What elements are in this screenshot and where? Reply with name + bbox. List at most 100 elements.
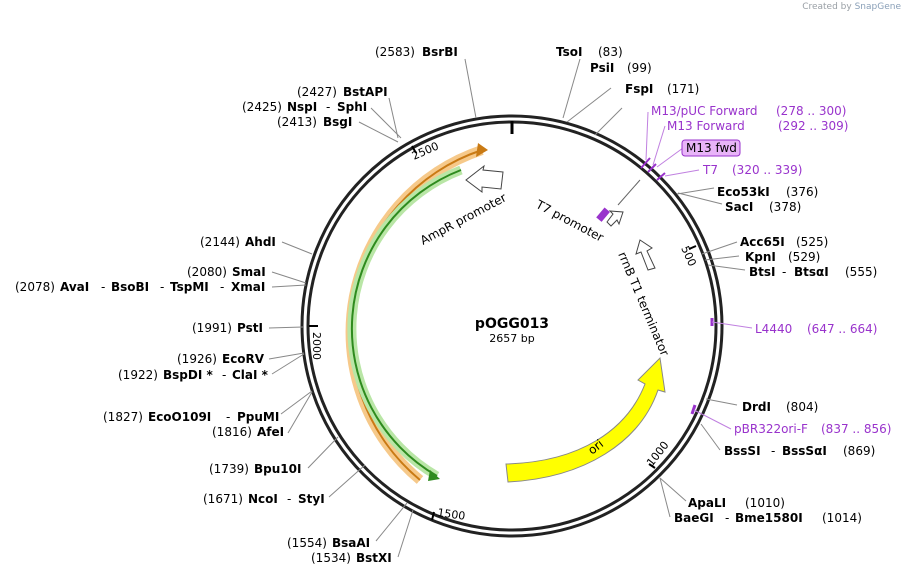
separator: - — [226, 410, 230, 424]
t7-promoter-label: T7 promoter — [533, 197, 606, 245]
enzyme-pos: (2078) — [15, 280, 55, 294]
enzyme-name[interactable]: ClaI * — [232, 368, 269, 382]
primer-name[interactable]: M13/pUC Forward — [651, 104, 758, 118]
credit-brand: SnapGene — [854, 2, 901, 12]
separator: - — [326, 100, 330, 114]
primer-name[interactable]: M13 fwd — [686, 141, 737, 155]
enzyme-pos: (1926) — [177, 352, 217, 366]
enzyme-name[interactable]: Eco53kI — [717, 185, 770, 199]
primer-name[interactable]: T7 — [702, 163, 718, 177]
primer-name[interactable]: pBR322ori-F — [734, 422, 808, 436]
enzyme-name[interactable]: BstXI — [356, 551, 392, 565]
enzyme-name[interactable]: EcoO109I — [148, 410, 211, 424]
enzyme-pos: (1922) — [118, 368, 158, 382]
enzyme-labels: (2583) BsrBI TsoI (83) PsiI (99) FspI (1… — [15, 45, 877, 565]
enzyme-pos: (99) — [627, 61, 652, 75]
enzyme-name[interactable]: KpnI — [745, 250, 776, 264]
enzyme-name[interactable]: TsoI — [556, 45, 582, 59]
separator: - — [222, 368, 226, 382]
t7-promoter-arrow[interactable] — [606, 210, 624, 227]
enzyme-name[interactable]: BsoBI — [111, 280, 149, 294]
enzyme-name[interactable]: BssSαI — [782, 444, 827, 458]
tick-2000: 2000 — [310, 332, 323, 360]
enzyme-name[interactable]: AvaI — [60, 280, 89, 294]
primer-range: (292 .. 309) — [778, 119, 848, 133]
enzyme-pos: (1010) — [745, 496, 785, 510]
enzyme-name[interactable]: BsrBI — [422, 45, 458, 59]
enzyme-pos: (1671) — [203, 492, 243, 506]
enzyme-name[interactable]: BsgI — [323, 115, 352, 129]
enzyme-name[interactable]: AhdI — [245, 235, 276, 249]
enzyme-name[interactable]: PsiI — [590, 61, 614, 75]
plasmid-name: pOGG013 — [475, 316, 549, 332]
enzyme-name[interactable]: NcoI — [248, 492, 278, 506]
enzyme-name[interactable]: DrdI — [742, 400, 771, 414]
separator: - — [287, 492, 291, 506]
enzyme-name[interactable]: EcoRV — [222, 352, 265, 366]
ori-arrow[interactable] — [505, 356, 666, 483]
tick-2500: 2500 — [410, 139, 441, 162]
enzyme-pos: (525) — [796, 235, 828, 249]
primer-range: (278 .. 300) — [776, 104, 846, 118]
primer-range: (837 .. 856) — [821, 422, 891, 436]
primer-name[interactable]: L4440 — [755, 322, 792, 336]
enzyme-name[interactable]: BstAPI — [343, 85, 388, 99]
enzyme-name[interactable]: ApaLI — [688, 496, 726, 510]
enzyme-pos: (1534) — [311, 551, 351, 565]
enzyme-pos: (529) — [788, 250, 820, 264]
separator: - — [101, 280, 105, 294]
enzyme-name[interactable]: AfeI — [257, 425, 284, 439]
enzyme-name[interactable]: SacI — [725, 200, 753, 214]
separator: - — [782, 265, 786, 279]
rrnb-terminator-arrow[interactable] — [635, 239, 656, 271]
enzyme-name[interactable]: BsaAI — [332, 536, 370, 550]
enzyme-name[interactable]: BaeGI — [674, 511, 714, 525]
separator: - — [771, 444, 775, 458]
primer-range: (647 .. 664) — [807, 322, 877, 336]
tick-1000: 1000 — [644, 439, 671, 469]
ampr-promoter-arrow[interactable] — [465, 164, 504, 193]
t7-primer-mark[interactable] — [596, 207, 610, 222]
enzyme-pos: (1739) — [209, 462, 249, 476]
primer-range: (320 .. 339) — [732, 163, 802, 177]
ampr-cds-arrow[interactable] — [347, 165, 463, 481]
enzyme-name[interactable]: SphI — [337, 100, 367, 114]
enzyme-pos: (1014) — [822, 511, 862, 525]
enzyme-pos: (804) — [786, 400, 818, 414]
ampr-promoter-label: AmpR promoter — [418, 190, 509, 247]
enzyme-name[interactable]: XmaI — [231, 280, 265, 294]
enzyme-pos: (1554) — [287, 536, 327, 550]
snapgene-credit: Created by SnapGene — [802, 2, 901, 12]
enzyme-name[interactable]: Bpu10I — [254, 462, 301, 476]
enzyme-name[interactable]: Bme1580I — [735, 511, 803, 525]
enzyme-pos: (555) — [845, 265, 877, 279]
enzyme-name[interactable]: BspDI * — [163, 368, 213, 382]
enzyme-name[interactable]: Acc65I — [740, 235, 785, 249]
enzyme-name[interactable]: PpuMI — [237, 410, 279, 424]
enzyme-name[interactable]: SmaI — [232, 265, 266, 279]
separator: - — [160, 280, 164, 294]
enzyme-name[interactable]: BssSI — [724, 444, 761, 458]
enzyme-pos: (2080) — [187, 265, 227, 279]
enzyme-name[interactable]: FspI — [625, 82, 653, 96]
enzyme-pos: (1816) — [212, 425, 252, 439]
enzyme-name[interactable]: TspMI — [170, 280, 209, 294]
enzyme-pos: (171) — [667, 82, 699, 96]
rrnb-terminator-label: rrnB T1 terminator — [615, 250, 672, 358]
enzyme-name[interactable]: PstI — [237, 321, 263, 335]
separator: - — [725, 511, 729, 525]
primer-leaders — [645, 111, 753, 430]
enzyme-name[interactable]: BtsαI — [794, 265, 829, 279]
separator: - — [220, 280, 224, 294]
enzyme-pos: (2425) — [242, 100, 282, 114]
m13-fwd-box[interactable] — [681, 139, 741, 157]
tick-1500: 1500 — [437, 506, 467, 523]
primer-name[interactable]: M13 Forward — [667, 119, 745, 133]
enzyme-name[interactable]: StyI — [298, 492, 325, 506]
enzyme-pos: (2583) — [375, 45, 415, 59]
enzyme-pos: (869) — [843, 444, 875, 458]
enzyme-name[interactable]: BtsI — [749, 265, 776, 279]
leader-lines — [268, 58, 746, 558]
enzyme-name[interactable]: NspI — [287, 100, 317, 114]
tick-500: 500 — [678, 244, 698, 268]
